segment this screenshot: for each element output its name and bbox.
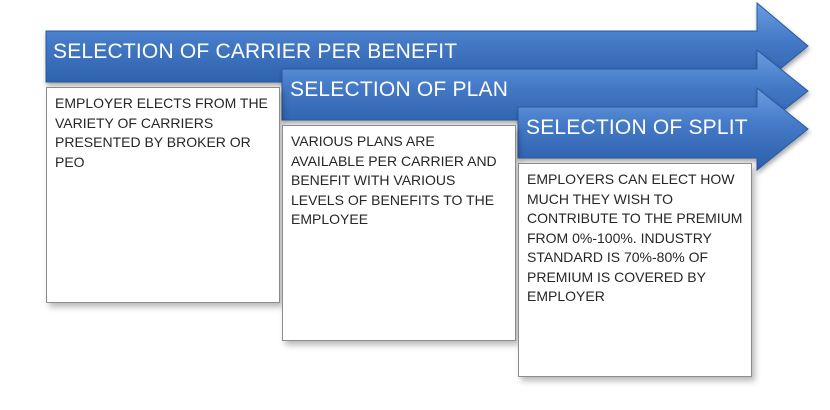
step-box-carrier: EMPLOYER ELECTS FROM THE VARIETY OF CARR… — [46, 87, 280, 303]
arrow-banner-split — [517, 86, 809, 172]
step-title-plan: SELECTION OF PLAN — [290, 78, 509, 101]
step-box-split: EMPLOYERS CAN ELECT HOW MUCH THEY WISH T… — [518, 163, 752, 377]
step-title-carrier: SELECTION OF CARRIER PER BENEFIT — [53, 40, 458, 63]
step-body-carrier: EMPLOYER ELECTS FROM THE VARIETY OF CARR… — [55, 95, 268, 170]
arrow-banner-carrier — [45, 1, 809, 90]
step-body-plan: VARIOUS PLANS ARE AVAILABLE PER CARRIER … — [291, 133, 497, 227]
step-box-plan: VARIOUS PLANS ARE AVAILABLE PER CARRIER … — [282, 125, 516, 341]
step-title-split: SELECTION OF SPLIT — [526, 116, 748, 139]
step-body-split: EMPLOYERS CAN ELECT HOW MUCH THEY WISH T… — [527, 171, 743, 304]
